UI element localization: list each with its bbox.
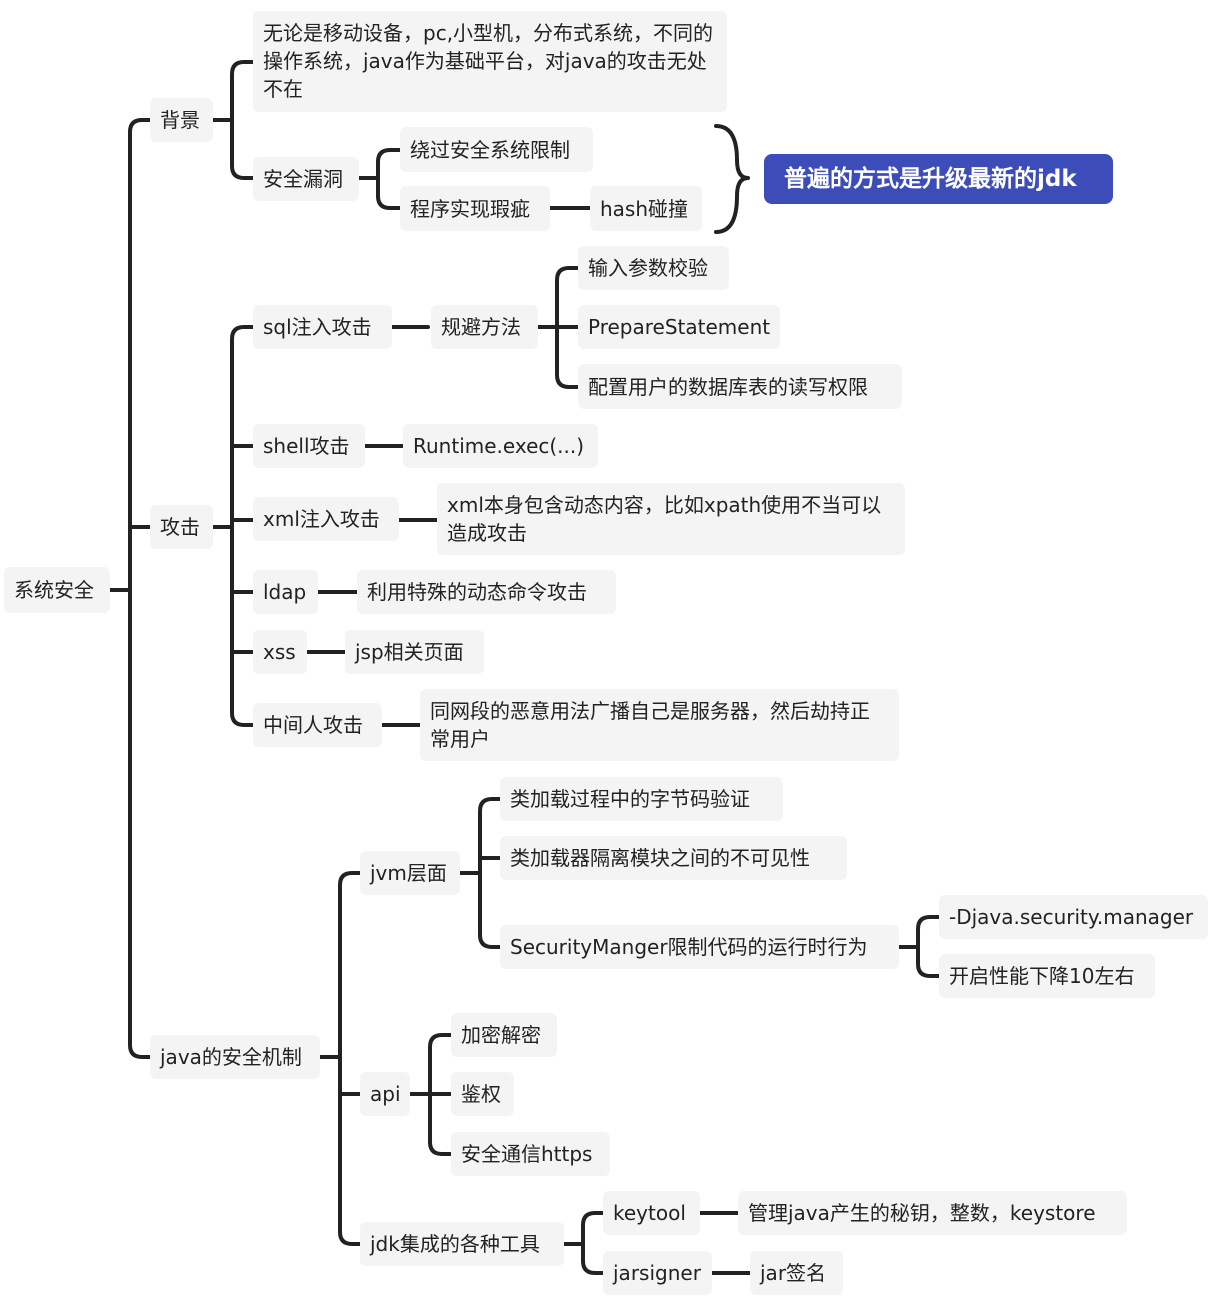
sm-item-node[interactable]: -Djava.security.manager	[939, 895, 1208, 939]
connector	[230, 325, 255, 727]
avoid-method-node[interactable]: 规避方法	[431, 305, 538, 349]
brace	[714, 124, 750, 234]
jvm-node[interactable]: jvm层面	[360, 851, 460, 895]
mitm-node[interactable]: 中间人攻击	[253, 703, 382, 747]
hash-node[interactable]: hash碰撞	[590, 186, 702, 231]
shell-attack-node[interactable]: shell攻击	[253, 424, 365, 468]
upgrade-jdk-callout[interactable]: 普遍的方式是升级最新的jdk	[764, 154, 1113, 204]
bypass-node[interactable]: 绕过安全系统限制	[400, 127, 593, 172]
api-item-node[interactable]: 鉴权	[451, 1072, 514, 1116]
jvm-item-node[interactable]: 类加载器隔离模块之间的不可见性	[500, 836, 847, 880]
sql-item-node[interactable]: 配置用户的数据库表的读写权限	[578, 364, 902, 409]
java-security-node[interactable]: java的安全机制	[150, 1035, 320, 1079]
xss-node[interactable]: xss	[253, 630, 307, 674]
xml-injection-node[interactable]: xml注入攻击	[253, 497, 399, 541]
flaw-node[interactable]: 程序实现瑕疵	[400, 186, 550, 231]
xss-detail-node[interactable]: jsp相关页面	[345, 630, 484, 674]
vuln-node[interactable]: 安全漏洞	[253, 157, 359, 201]
api-item-node[interactable]: 加密解密	[451, 1013, 557, 1057]
jdk-tools-node[interactable]: jdk集成的各种工具	[360, 1222, 564, 1266]
api-node[interactable]: api	[360, 1072, 410, 1116]
connector	[230, 60, 255, 180]
sql-injection-node[interactable]: sql注入攻击	[253, 305, 392, 349]
jarsigner-node[interactable]: jarsigner	[603, 1251, 712, 1295]
keytool-detail-node[interactable]: 管理java产生的秘钥，整数，keystore	[738, 1191, 1127, 1235]
connector	[478, 797, 502, 949]
shell-detail-node[interactable]: Runtime.exec(...)	[403, 424, 598, 468]
security-manager-node[interactable]: SecurityManger限制代码的运行时行为	[500, 925, 899, 969]
connector	[128, 118, 152, 1059]
background-node[interactable]: 背景	[150, 98, 213, 142]
ldap-node[interactable]: ldap	[253, 570, 318, 614]
mitm-detail-node[interactable]: 同网段的恶意用法广播自己是服务器，然后劫持正常用户	[420, 689, 899, 761]
sm-item-node[interactable]: 开启性能下降10左右	[939, 954, 1155, 998]
platform-node[interactable]: 无论是移动设备，pc,小型机，分布式系统，不同的操作系统，java作为基础平台，…	[253, 11, 727, 112]
xml-detail-node[interactable]: xml本身包含动态内容，比如xpath使用不当可以造成攻击	[437, 483, 905, 555]
root-node[interactable]: 系统安全	[4, 567, 110, 613]
api-item-node[interactable]: 安全通信https	[451, 1132, 610, 1176]
sql-item-node[interactable]: PrepareStatement	[578, 305, 780, 349]
connector	[916, 915, 941, 978]
connector	[338, 871, 362, 1246]
sql-item-node[interactable]: 输入参数校验	[578, 246, 729, 290]
jvm-item-node[interactable]: 类加载过程中的字节码验证	[500, 777, 783, 821]
keytool-node[interactable]: keytool	[603, 1191, 700, 1235]
connector	[581, 1211, 605, 1275]
ldap-detail-node[interactable]: 利用特殊的动态命令攻击	[357, 570, 616, 614]
connector	[376, 148, 402, 210]
attack-node[interactable]: 攻击	[150, 505, 213, 549]
jarsigner-detail-node[interactable]: jar签名	[750, 1251, 843, 1295]
